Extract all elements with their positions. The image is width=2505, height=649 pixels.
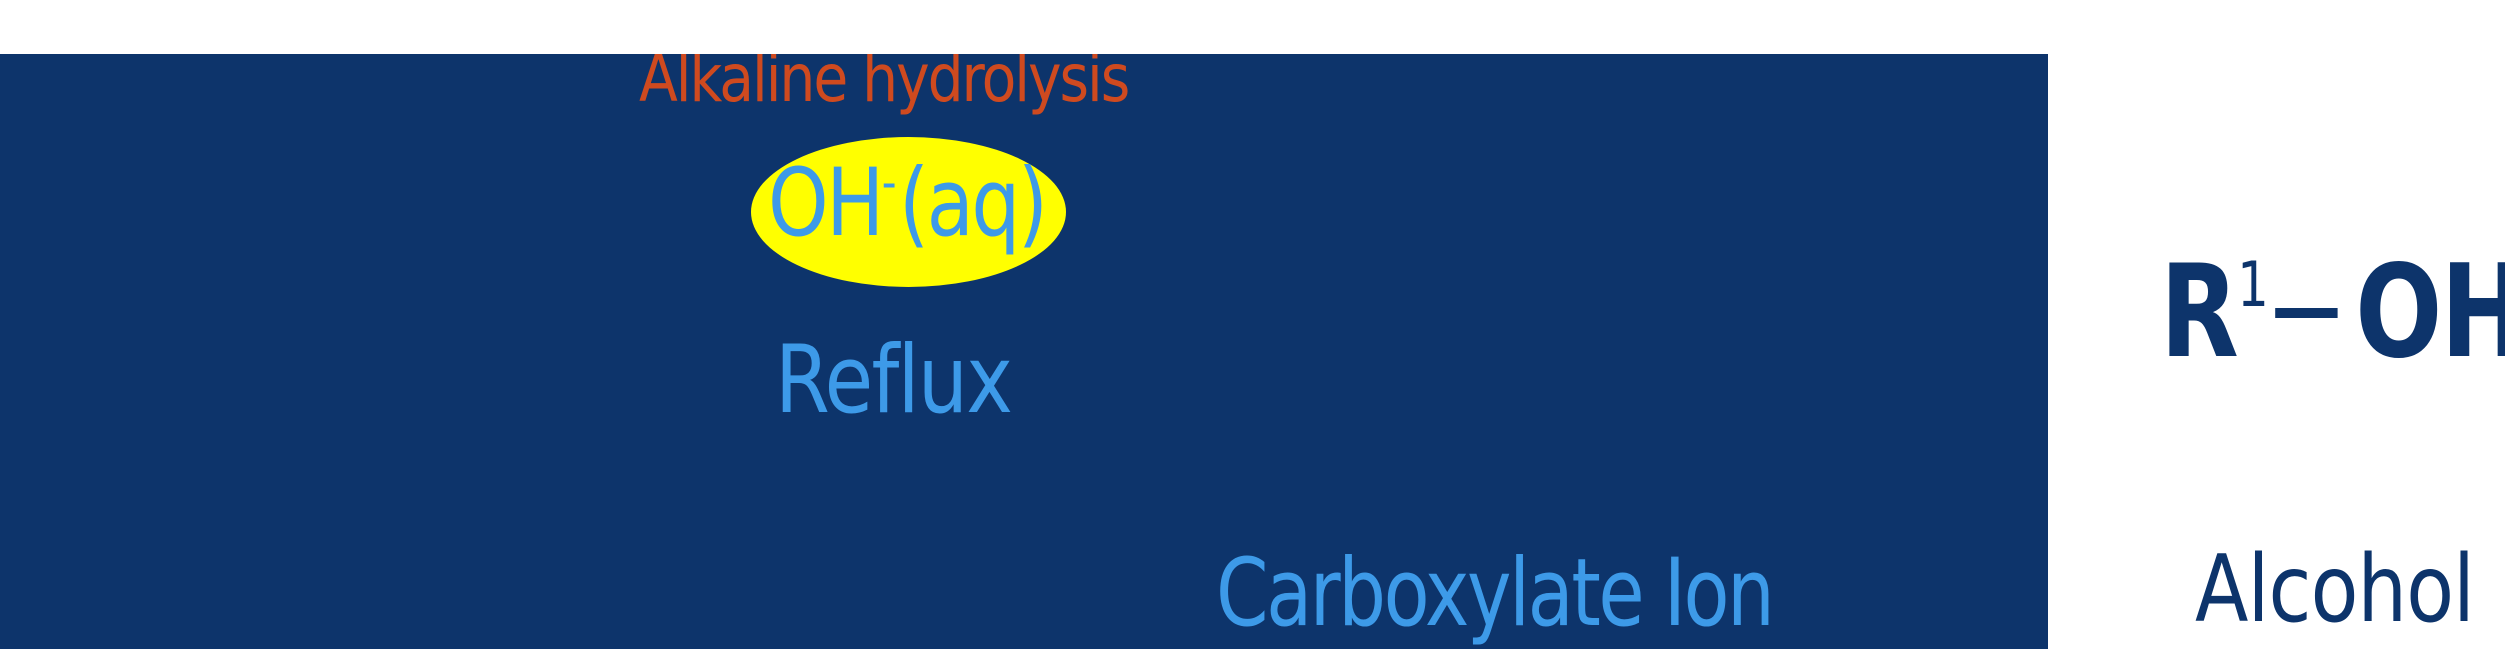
condition-reflux: Reflux xyxy=(775,326,1013,435)
reagent-charge: - xyxy=(881,152,897,211)
reagent-label: OH-(aq) xyxy=(768,157,1048,251)
formula-functional-group: OH xyxy=(2355,238,2505,387)
product-carboxylate-label: Carboxylate Ion xyxy=(1216,539,1775,648)
alcohol-formula: R1OH xyxy=(2160,249,2505,377)
reagent-state: (aq) xyxy=(898,149,1048,258)
formula-group: R xyxy=(2160,238,2239,387)
reaction-panel: Alkaline hydrolysis OH-(aq) Reflux Carbo… xyxy=(0,54,2048,649)
reagent-species: OH xyxy=(768,149,884,258)
reagent-highlight-ellipse xyxy=(751,137,1066,287)
single-bond-line xyxy=(2275,307,2338,318)
condition-title: Alkaline hydrolysis xyxy=(639,54,1130,117)
formula-group-superscript: 1 xyxy=(2237,248,2269,322)
product-alcohol-label: Alcohol xyxy=(2195,535,2475,643)
